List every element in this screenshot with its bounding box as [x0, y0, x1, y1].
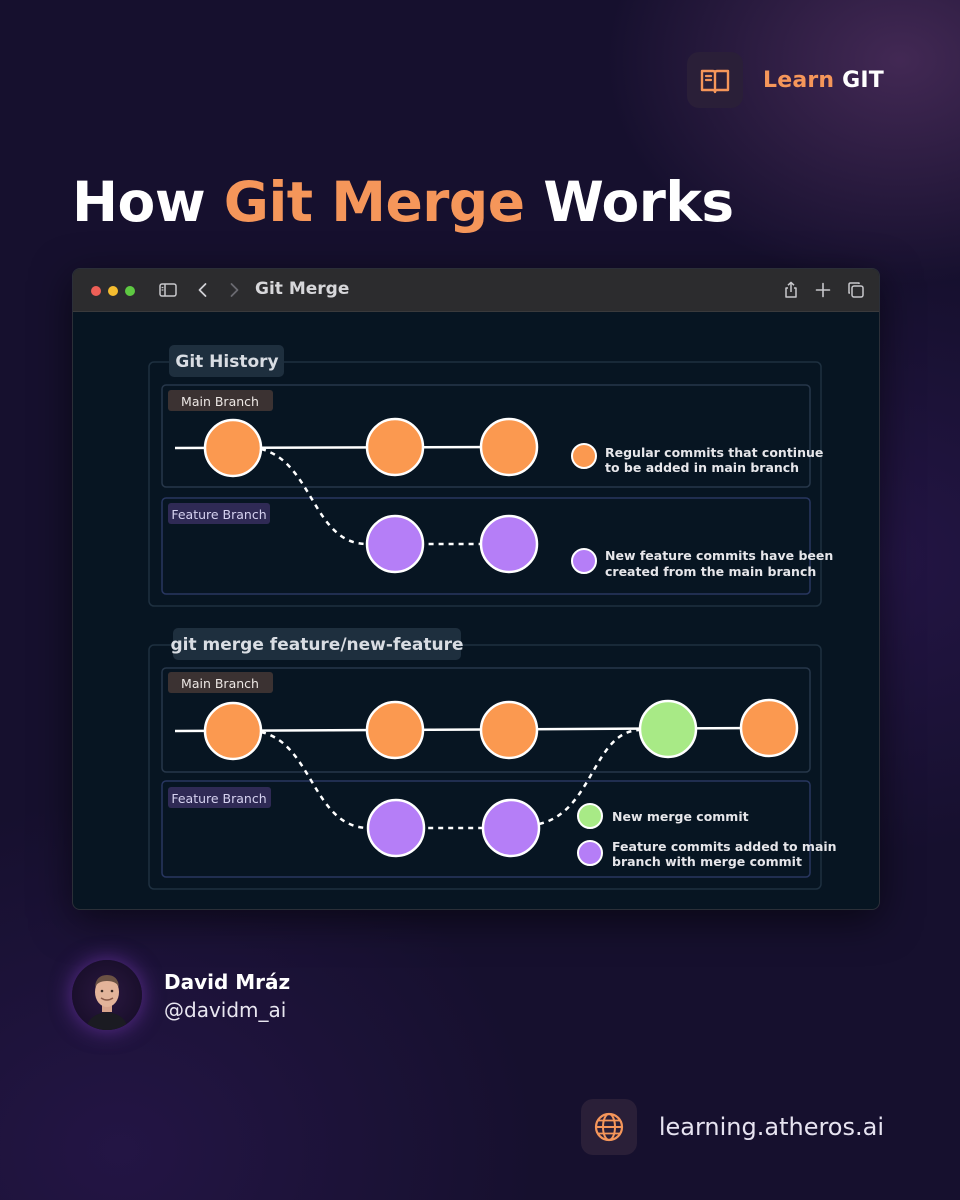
history-label-box — [169, 345, 284, 377]
brand-learn: Learn — [762, 67, 835, 93]
legend-feature-line2: created from the main branch — [605, 564, 816, 579]
window-title: Git Merge — [255, 279, 350, 299]
back-chevron-icon[interactable] — [193, 280, 213, 300]
legend-merge-commit: New merge commit — [612, 809, 749, 824]
main-commit-node — [479, 417, 539, 477]
zoom-window-button[interactable] — [125, 286, 135, 296]
merge-main-label: Main Branch — [181, 676, 259, 691]
title-part2: Works — [543, 170, 734, 234]
git-history-section: Git History Main Branch Feature Branch R… — [148, 345, 833, 607]
minimize-window-button[interactable] — [108, 286, 118, 296]
history-section-label: Git History — [175, 352, 278, 372]
git-merge-diagram: Git History Main Branch Feature Branch R… — [148, 345, 837, 890]
main-commit-node — [365, 417, 425, 477]
author-block: David Mráz @davidm_ai — [72, 960, 372, 1030]
website-link[interactable]: learning.atheros.ai — [580, 1099, 884, 1155]
merge-feature-label: Feature Branch — [171, 791, 266, 806]
brand-git: GIT — [842, 67, 884, 93]
main-commit-node — [739, 698, 799, 758]
tabs-icon[interactable] — [846, 280, 866, 300]
history-feature-lane — [161, 497, 811, 595]
legend-main-dot — [571, 443, 597, 469]
merge-main-lane — [161, 667, 811, 773]
merge-frame — [148, 644, 822, 890]
sidebar-icon[interactable] — [158, 280, 178, 300]
main-commit-node — [203, 701, 263, 761]
history-main-label: Main Branch — [181, 394, 259, 409]
main-commit-node — [365, 700, 425, 760]
history-frame — [148, 361, 822, 607]
plus-icon[interactable] — [813, 280, 833, 300]
author-handle[interactable]: @davidm_ai — [164, 998, 287, 1022]
brand: Learn GIT — [686, 52, 884, 108]
history-feature-tag — [168, 503, 270, 524]
close-window-button[interactable] — [91, 286, 101, 296]
git-merge-section: git merge feature/new-feature Main Branc… — [148, 628, 837, 890]
merge-section-label: git merge feature/new-feature — [171, 635, 464, 655]
book-icon — [686, 52, 743, 108]
feature-commit-node — [366, 798, 426, 858]
share-icon[interactable] — [781, 280, 801, 300]
title-highlight: Git Merge — [223, 170, 525, 234]
merge-feature-lane — [161, 780, 811, 878]
merge-feature-tag — [168, 787, 271, 808]
website-url[interactable]: learning.atheros.ai — [658, 1113, 884, 1141]
main-commit-node — [479, 700, 539, 760]
legend-feature-line1: New feature commits have been — [605, 548, 833, 563]
legend-feature-dot — [571, 548, 597, 574]
legend-merged-line1: Feature commits added to main — [612, 839, 837, 854]
feature-commit-node — [481, 798, 541, 858]
main-commit-node — [203, 418, 263, 478]
merge-branch-out-line — [260, 730, 483, 830]
history-main-lane — [161, 384, 811, 488]
history-branch-line — [260, 447, 481, 546]
history-feature-label: Feature Branch — [171, 507, 266, 522]
title-part1: How — [72, 170, 206, 234]
merge-commit-node — [638, 699, 698, 759]
forward-chevron-icon[interactable] — [224, 280, 244, 300]
brand-text: Learn GIT — [763, 68, 884, 93]
history-main-tag — [168, 390, 273, 411]
browser-window: Git Merge Git History Main Branch — [72, 268, 880, 910]
legend-feature-merged-dot — [577, 840, 603, 866]
author-name: David Mráz — [164, 970, 291, 994]
feature-commit-node — [365, 514, 425, 574]
legend-regular-line2: to be added in main branch — [605, 460, 799, 475]
feature-commit-node — [479, 514, 539, 574]
window-titlebar: Git Merge — [73, 269, 879, 312]
merge-main-tag — [168, 672, 273, 693]
globe-icon — [580, 1099, 637, 1155]
legend-merge-dot — [577, 803, 603, 829]
legend-regular-line1: Regular commits that continue — [605, 445, 823, 460]
merge-label-box — [173, 628, 461, 660]
avatar — [72, 960, 142, 1030]
page-title: How Git Merge Works — [72, 166, 734, 238]
legend-merged-line2: branch with merge commit — [612, 854, 802, 869]
